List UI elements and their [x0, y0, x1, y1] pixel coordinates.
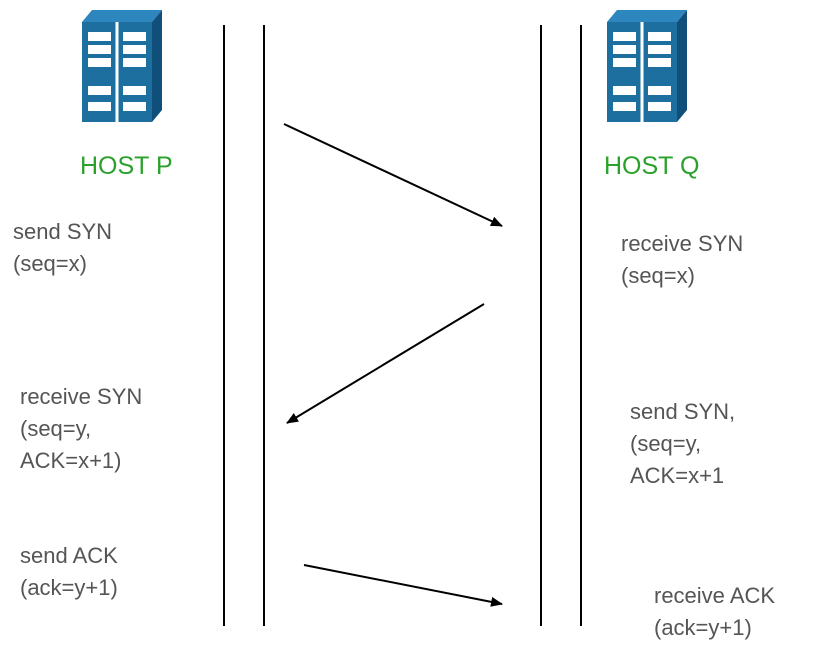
- server-icon: [605, 8, 689, 124]
- host-p-step-send-syn: send SYN (seq=x): [13, 219, 113, 276]
- host-p-step-send-ack: send ACK (ack=y+1): [20, 543, 118, 600]
- host-q-step-receive-syn: receive SYN (seq=x): [621, 231, 744, 288]
- syn-arrow: [283, 123, 503, 227]
- server-icon: [80, 8, 164, 124]
- host-p-step-receive-syn: receive SYN (seq=y, ACK=x+1): [20, 384, 143, 473]
- host-q-step-send-syn: send SYN, (seq=y, ACK=x+1: [630, 399, 736, 488]
- host-p-label: HOST P: [80, 152, 173, 180]
- host-q-label: HOST Q: [604, 152, 700, 180]
- syn-ack-arrow: [286, 303, 485, 424]
- ack-arrow: [303, 564, 503, 607]
- host-q-step-receive-ack: receive ACK (ack=y+1): [654, 583, 776, 640]
